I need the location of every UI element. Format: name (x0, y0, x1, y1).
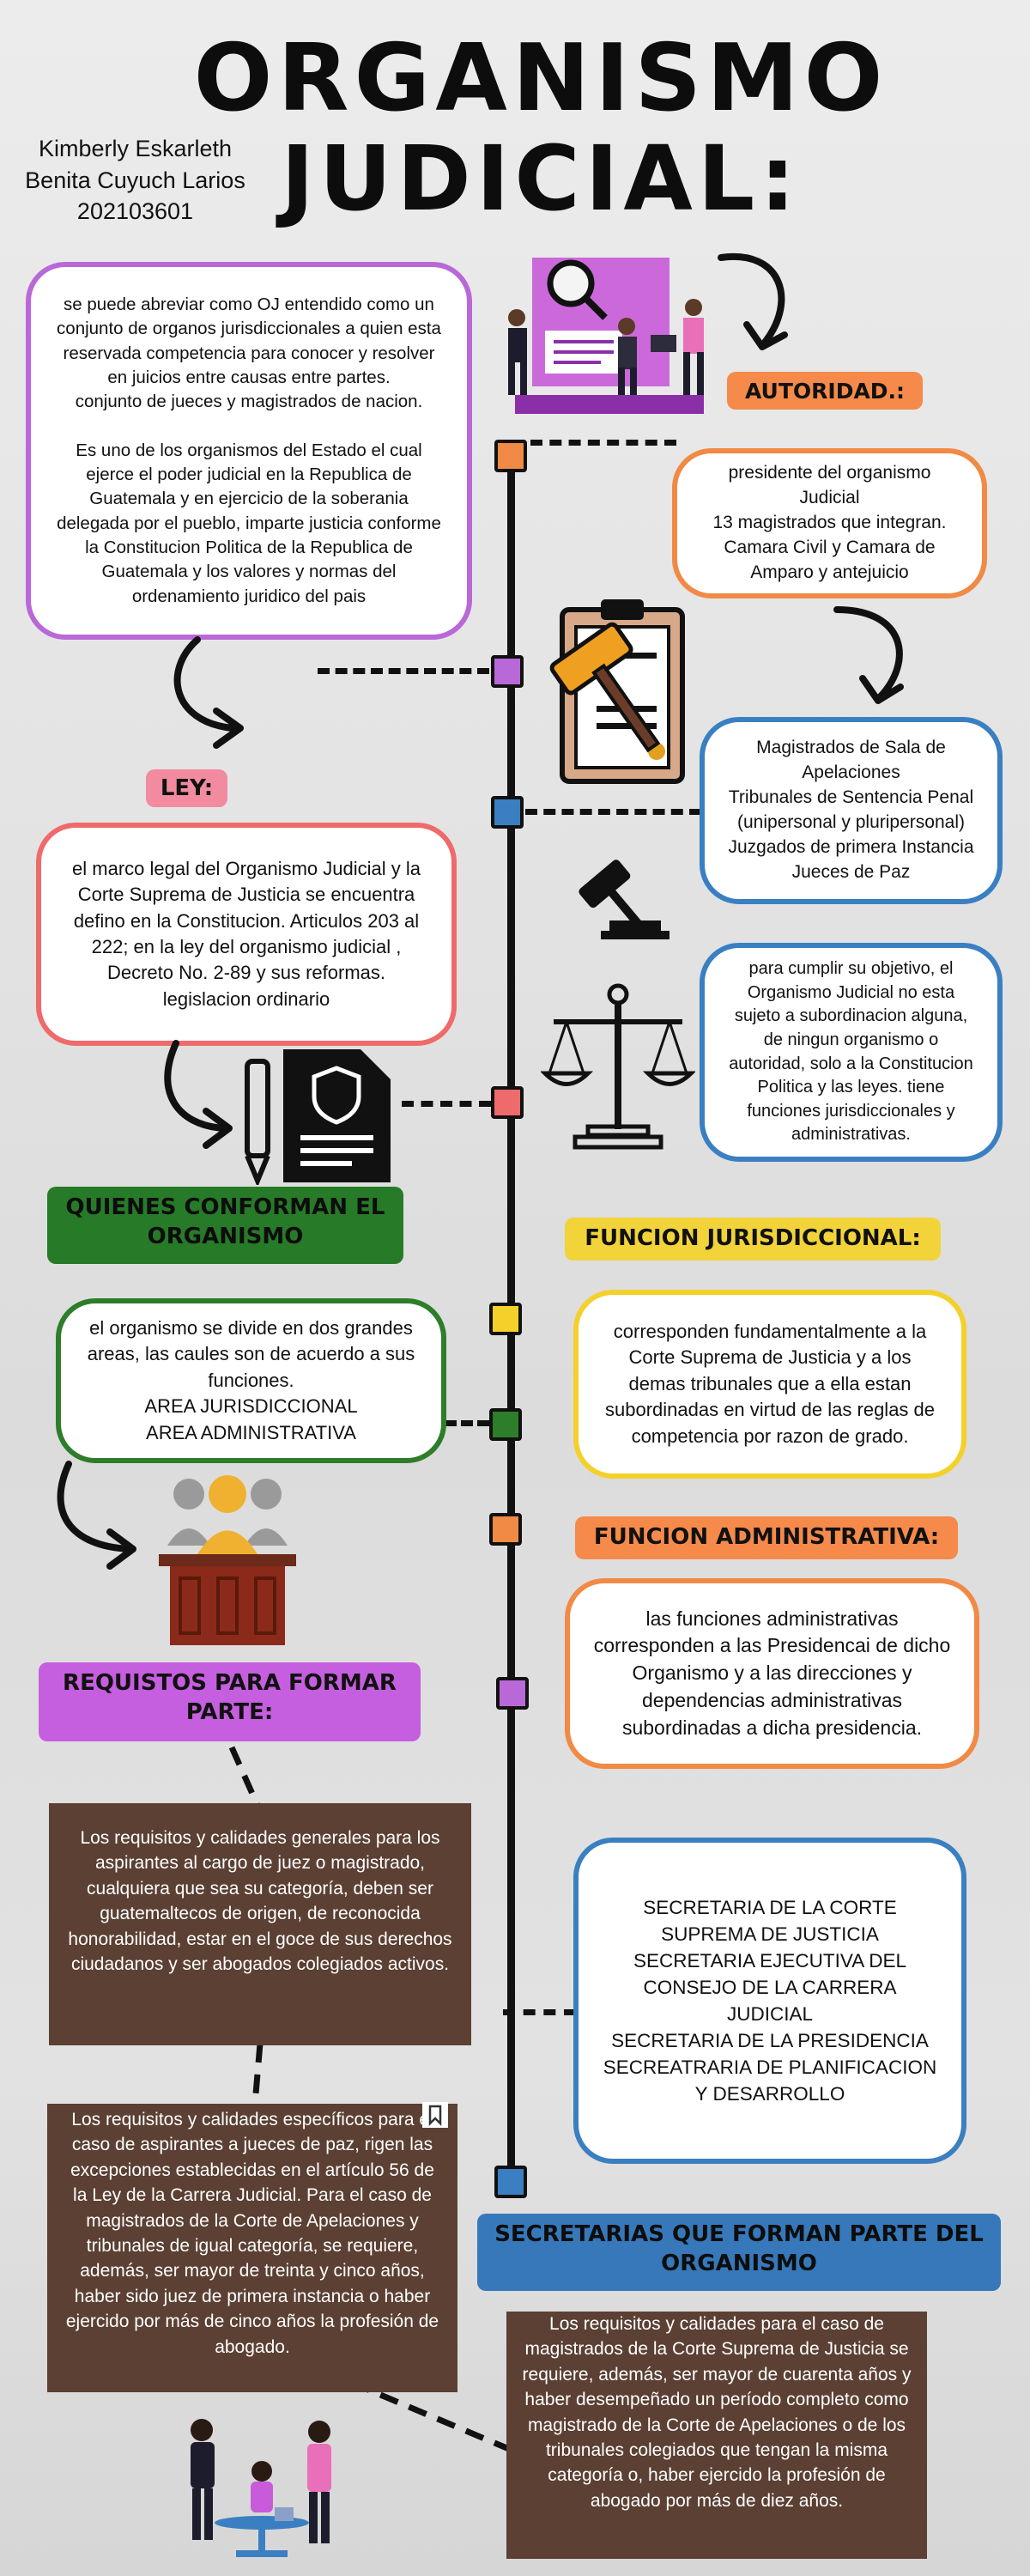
connector-secretarias (503, 2009, 576, 2015)
timeline-node-purple (491, 655, 524, 688)
timeline-node-orange (494, 440, 527, 472)
legal-document-icon (283, 1049, 391, 1182)
secretarias-box: SECRETARIA DE LA CORTE SUPREMA DE JUSTIC… (573, 1838, 966, 2164)
courtroom-illustration-icon (508, 258, 704, 414)
timeline-node-blue (491, 796, 524, 829)
secretarias-label: SECRETARIAS QUE FORMAN PARTE DEL ORGANIS… (477, 2214, 1001, 2291)
title-line-1: ORGANISMO (193, 25, 888, 132)
timeline-node-blue-2 (494, 2166, 527, 2198)
quienes-box: el organismo se divide en dos grandes ar… (56, 1298, 446, 1463)
quienes-label: QUIENES CONFORMAN EL ORGANISMO (47, 1187, 403, 1264)
clipboard-gavel-icon (549, 599, 685, 784)
funcion-jurisdiccional-box: corresponden fundamentalmente a la Corte… (573, 1290, 966, 1479)
requisitos-box-2: Los requisitos y calidades específicos p… (47, 2104, 457, 2392)
autoridad-label: AUTORIDAD.: (727, 372, 923, 410)
timeline-node-red (491, 1086, 524, 1119)
curved-arrow-icon (57, 1461, 136, 1570)
ley-label: LEY: (146, 769, 227, 807)
author-id: 202103601 (76, 198, 194, 225)
requisitos-box-3: Los requisitos y calidades para el caso … (506, 2312, 927, 2559)
page-title: ORGANISMO JUDICIAL: (163, 25, 918, 231)
definition-box: se puede abreviar como OJ entendido como… (26, 262, 472, 640)
curved-arrow-icon (833, 606, 904, 704)
funcion-administrativa-box: las funciones administrativas correspond… (565, 1578, 979, 1769)
connector-magistrados (525, 809, 701, 815)
autoridad-box-3: para cumplir su objetivo, el Organismo J… (700, 943, 1003, 1162)
funcion-jurisdiccional-label: FUNCION JURISDICCIONAL: (565, 1218, 941, 1261)
autoridad-box-2: Magistrados de Sala de Apelaciones Tribu… (700, 717, 1003, 904)
pencil-icon (245, 1059, 270, 1185)
scales-of-justice-icon (541, 983, 695, 1150)
connector-autoridad (530, 440, 676, 446)
connector-ley (402, 1101, 491, 1107)
bookmark-icon[interactable] (422, 2102, 448, 2128)
curved-arrow-icon (164, 1040, 233, 1149)
connector-quienes (445, 1420, 489, 1426)
requisitos-box-1: Los requisitos y calidades generales par… (49, 1803, 471, 2045)
dashed-connector (251, 2044, 264, 2104)
judges-podium-icon (159, 1475, 296, 1645)
timeline-node-orange-2 (489, 1513, 522, 1546)
funcion-administrativa-label: FUNCION ADMINISTRATIVA: (575, 1516, 958, 1559)
timeline-node-yellow (489, 1303, 522, 1335)
title-line-2: JUDICIAL: (281, 126, 801, 231)
timeline-node-purple-2 (496, 1677, 529, 1710)
author-name-1: Kimberly Eskarleth (38, 136, 233, 161)
gavel-icon (579, 860, 670, 939)
timeline-node-green (489, 1408, 522, 1441)
autoridad-box-1: presidente del organismo Judicial 13 mag… (672, 448, 987, 598)
curved-arrow-icon (718, 252, 788, 350)
author-block: Kimberly Eskarleth Benita Cuyuch Larios … (0, 133, 270, 228)
ley-box: el marco legal del Organismo Judicial y … (36, 823, 457, 1046)
author-name-2: Benita Cuyuch Larios (25, 167, 245, 193)
curved-arrow-icon (173, 636, 244, 749)
requisitos-label: REQUISTOS PARA FORMAR PARTE: (39, 1662, 421, 1741)
people-meeting-icon (191, 2419, 331, 2557)
connector-definition (318, 668, 489, 674)
